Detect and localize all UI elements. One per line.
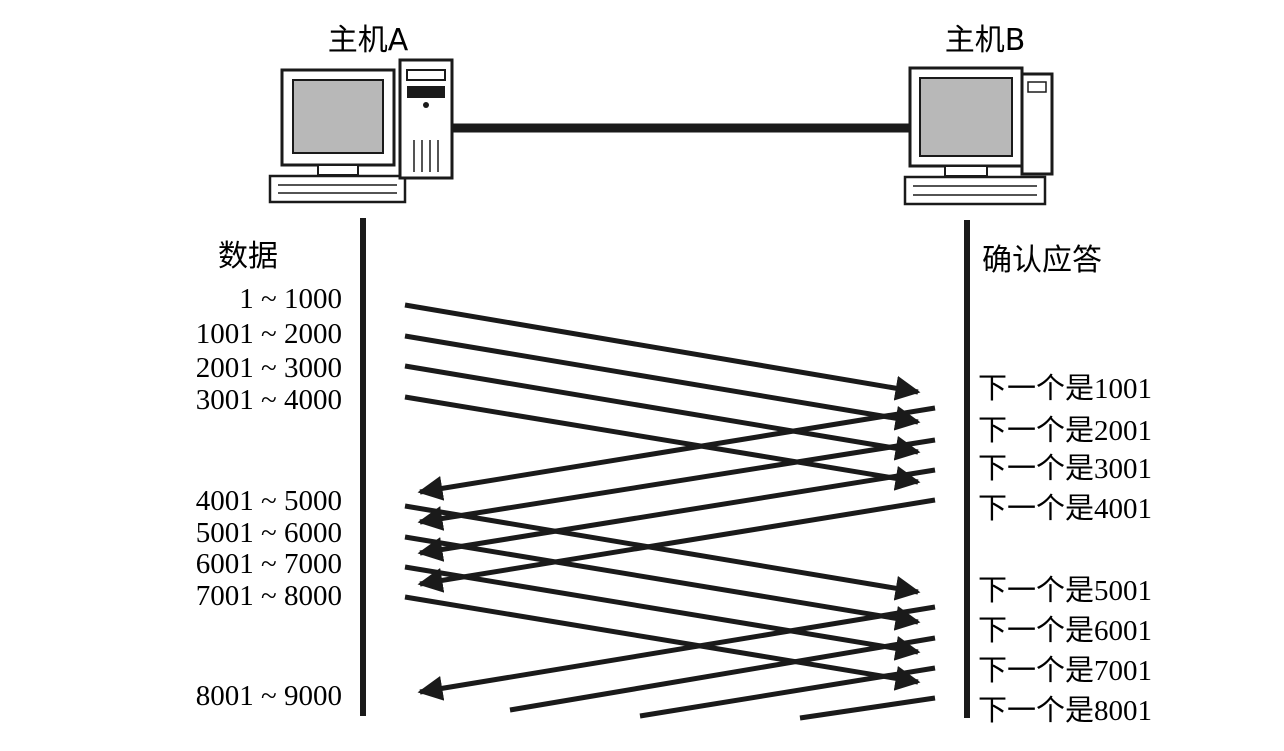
segment-labels: 1 ~ 1000 1001 ~ 2000 2001 ~ 3000 3001 ~ …: [196, 283, 342, 712]
data-arrows-window-1: [404, 302, 921, 491]
data-arrow: [404, 503, 921, 601]
ack-label: 下一个是4001: [978, 493, 1152, 525]
data-arrow: [404, 394, 921, 491]
segment-label: 2001 ~ 3000: [196, 352, 342, 384]
ack-label: 下一个是6001: [978, 615, 1152, 647]
ack-label: 下一个是3001: [978, 453, 1152, 485]
data-arrows-window-2: [404, 503, 921, 691]
ack-arrow: [417, 604, 936, 701]
ack-arrow: [417, 405, 936, 501]
ack-arrow: [417, 437, 936, 531]
data-arrow: [404, 302, 921, 401]
ack-arrow: [417, 497, 936, 593]
segment-label: 7001 ~ 8000: [196, 580, 342, 612]
host-a-label: 主机A: [328, 23, 409, 58]
ack-label: 下一个是8001: [978, 695, 1152, 727]
ack-label: 下一个是1001: [978, 373, 1152, 405]
segment-label: 6001 ~ 7000: [196, 548, 342, 580]
segment-label: 1 ~ 1000: [239, 283, 342, 315]
data-arrow: [404, 534, 921, 631]
segment-label: 3001 ~ 4000: [196, 384, 342, 416]
data-arrow: [404, 564, 921, 661]
segment-label: 1001 ~ 2000: [196, 318, 342, 350]
data-arrow: [404, 363, 921, 461]
ack-arrow: [639, 665, 936, 719]
ack-arrow: [799, 695, 936, 721]
ack-labels: 下一个是1001 下一个是2001 下一个是3001 下一个是4001 下一个是…: [978, 373, 1152, 727]
ack-column-title: 确认应答: [982, 243, 1102, 278]
data-arrow: [404, 594, 921, 691]
ack-arrows-window-1: [417, 405, 936, 593]
ack-arrow: [509, 635, 936, 713]
host-b-computer-icon: [903, 66, 1054, 206]
segment-label: 5001 ~ 6000: [196, 517, 342, 549]
host-b-label: 主机B: [945, 23, 1026, 58]
ack-arrows-window-2: [417, 604, 936, 721]
data-column-title: 数据: [218, 239, 278, 274]
ack-label: 下一个是2001: [978, 415, 1152, 447]
ack-label: 下一个是7001: [978, 655, 1152, 687]
segment-label: 4001 ~ 5000: [196, 485, 342, 517]
segment-label: 8001 ~ 9000: [196, 680, 342, 712]
host-a-computer-icon: [268, 58, 454, 204]
data-arrow: [404, 333, 921, 431]
ack-arrow: [417, 467, 936, 562]
ack-label: 下一个是5001: [978, 575, 1152, 607]
